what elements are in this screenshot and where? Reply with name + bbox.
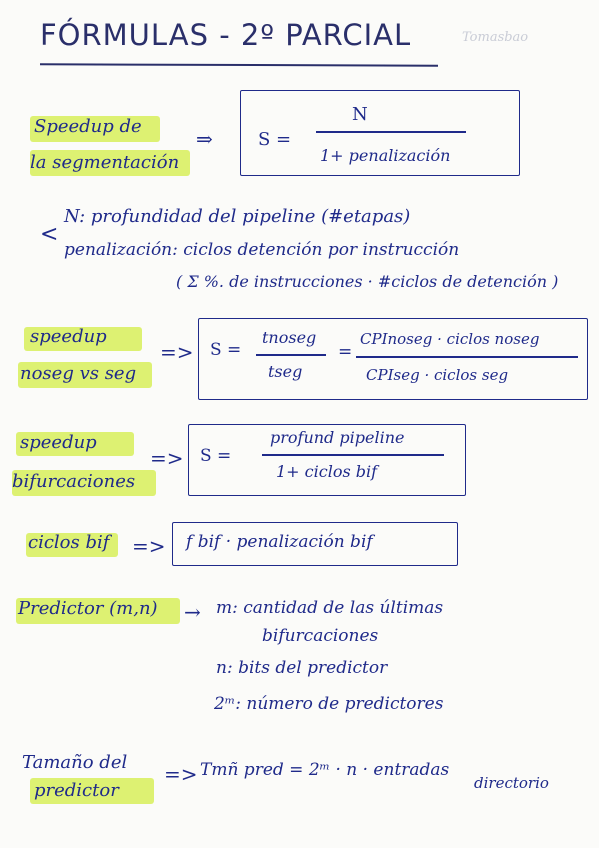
formula-denominator: tseg (268, 362, 303, 381)
note-penalizacion: penalización: ciclos detención por instr… (64, 240, 460, 260)
formula-equals: = (338, 342, 353, 362)
predictor-n-definition: n: bits del predictor (216, 658, 388, 678)
formula-denominator: 1+ penalización (320, 146, 451, 165)
fraction-bar (316, 131, 466, 133)
formula-text: f bif · penalización bif (186, 532, 373, 552)
section-label: speedup (30, 326, 107, 347)
section-label: la segmentación (30, 152, 180, 173)
section-label: Tamaño del (22, 752, 128, 773)
formula-box (188, 424, 466, 496)
formula-numerator: CPInoseg · ciclos noseg (360, 330, 540, 348)
formula-s: S = (210, 340, 242, 360)
implies-arrow: ⇒ (196, 127, 213, 151)
highlight (30, 778, 154, 804)
section-label: bifurcaciones (12, 471, 136, 492)
highlight (30, 150, 190, 176)
predictor-m-definition: m: cantidad de las últimas (216, 598, 444, 618)
highlight (16, 598, 180, 624)
highlight (12, 470, 156, 496)
implies-arrow: => (160, 340, 194, 364)
predictor-m-definition: bifurcaciones (262, 626, 379, 646)
bleed-through-text: Tomasbao (462, 30, 529, 45)
formula-s: S = (200, 446, 232, 466)
formula-box (172, 522, 458, 566)
highlight (30, 116, 160, 142)
formula-box (240, 90, 520, 176)
note-penalizacion-formula: ( Σ %. de instrucciones · #ciclos de det… (176, 272, 559, 291)
title-underline (39, 63, 439, 67)
fraction-bar (256, 354, 326, 356)
formula-numerator: tnoseg (262, 328, 317, 347)
implies-arrow: => (164, 762, 198, 786)
section-label: ciclos bif (28, 532, 110, 553)
implies-arrow: => (150, 446, 184, 470)
formula-box (198, 318, 588, 400)
section-label: speedup (20, 432, 97, 453)
formula-subscript: directorio (474, 774, 549, 792)
section-label: Speedup de (34, 116, 142, 137)
note-n: N: profundidad del pipeline (#etapas) (64, 206, 411, 227)
highlight (18, 362, 152, 388)
highlight (16, 432, 134, 456)
section-label: noseg vs seg (20, 363, 137, 384)
bracket-mark: < (40, 222, 59, 247)
formula-denominator: 1+ ciclos bif (276, 462, 378, 481)
formula-numerator: profund pipeline (270, 428, 405, 447)
predictor-2m-definition: 2ᵐ: número de predictores (214, 694, 444, 714)
formula-s: S = (258, 129, 292, 150)
highlight (26, 533, 118, 557)
section-label: predictor (34, 780, 119, 801)
formula-denominator: CPIseg · ciclos seg (366, 366, 509, 384)
implies-arrow: => (132, 534, 166, 558)
page-title: FÓRMULAS - 2º PARCIAL (40, 18, 412, 52)
arrow: → (184, 600, 201, 624)
formula-numerator: N (352, 104, 368, 125)
section-label: Predictor (m,n) (18, 598, 158, 619)
highlight (24, 327, 142, 351)
fraction-bar (356, 356, 578, 358)
formula-text: Tmñ pred = 2ᵐ · n · entradas (200, 760, 450, 780)
fraction-bar (262, 454, 444, 456)
